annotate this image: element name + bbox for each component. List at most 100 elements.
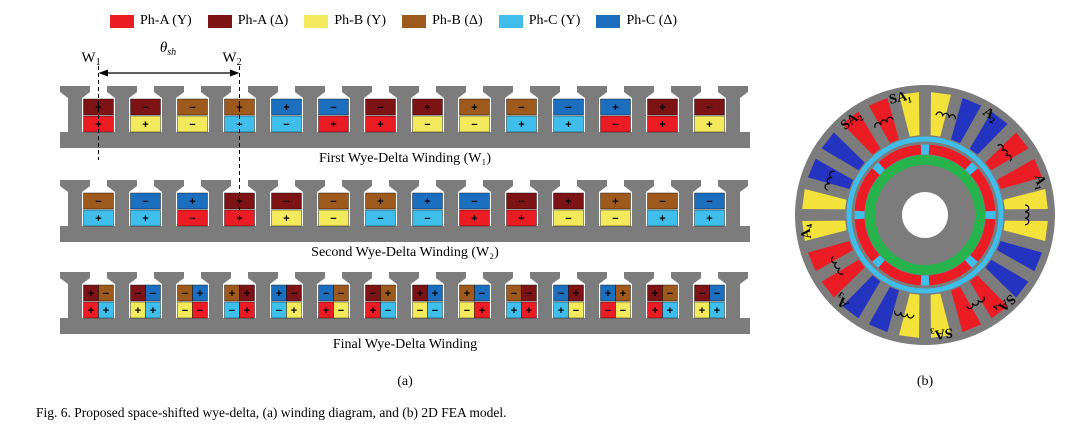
coil-side <box>647 209 678 227</box>
coil-side <box>177 192 208 210</box>
coil-polarity: − <box>573 305 579 317</box>
coil-polarity: + <box>652 305 658 317</box>
coil-polarity: + <box>229 288 235 300</box>
coil-polarity: − <box>659 196 665 208</box>
coil-polarity: − <box>471 119 477 131</box>
coil-side <box>333 284 349 302</box>
stator-tooth <box>107 180 137 227</box>
coil-polarity: + <box>385 288 391 300</box>
fea-label-group: A₄ <box>798 223 815 240</box>
coil-polarity: − <box>189 102 195 114</box>
coil-side <box>427 284 443 302</box>
coil-polarity: − <box>189 213 195 225</box>
coil-polarity: − <box>338 305 344 317</box>
coil-side <box>521 284 537 302</box>
stator-tooth <box>436 86 466 133</box>
coil-polarity: + <box>370 305 376 317</box>
coil-polarity: + <box>291 305 297 317</box>
coil-polarity: − <box>377 102 383 114</box>
fea-coil <box>842 275 881 319</box>
coil-polarity: − <box>706 196 712 208</box>
coil-side <box>412 209 443 227</box>
coil-side <box>553 192 584 210</box>
fea-coil <box>996 241 1043 272</box>
coil-side <box>177 209 208 227</box>
stator-tooth <box>718 272 748 319</box>
stator-yoke <box>60 318 750 334</box>
coil-polarity: − <box>667 288 673 300</box>
end-winding-coil-icon <box>965 296 985 310</box>
coil-polarity: − <box>565 102 571 114</box>
stator-tooth <box>624 272 654 319</box>
end-winding-symbol <box>874 116 894 128</box>
coil-side <box>333 301 349 319</box>
end-winding-symbol <box>893 310 915 319</box>
coil-polarity: + <box>432 288 438 300</box>
stator-tooth <box>60 86 90 133</box>
coil-polarity: − <box>699 288 705 300</box>
fea-coil <box>807 241 854 272</box>
coil-side <box>506 115 537 133</box>
coil-side <box>647 98 678 116</box>
fea-sleeve-ring <box>865 155 985 275</box>
coil-side <box>145 284 161 302</box>
coil-polarity: − <box>229 305 235 317</box>
coil-polarity: − <box>338 288 344 300</box>
coil-polarity: + <box>620 288 626 300</box>
coil-side <box>615 301 631 319</box>
stator-tooth <box>483 86 513 133</box>
fea-coil <box>969 111 1008 155</box>
stator-tooth <box>624 86 654 133</box>
coil-polarity: + <box>135 305 141 317</box>
coil-side <box>365 209 396 227</box>
stator-tooth <box>248 180 278 227</box>
stator-tooth <box>436 180 466 227</box>
coil-polarity: + <box>283 102 289 114</box>
coil-side <box>271 209 302 227</box>
coil-polarity: + <box>518 119 524 131</box>
coil-side <box>459 115 490 133</box>
coil-side <box>709 301 725 319</box>
coil-polarity: + <box>150 305 156 317</box>
end-winding-symbol <box>997 144 1012 162</box>
coil-polarity: − <box>424 213 430 225</box>
winding-diagram-first: ++−+−−+−+−−+−++−+−−+−++−++−+ <box>60 86 750 148</box>
legend-swatch-CD <box>596 14 621 28</box>
stator-tooth <box>718 180 748 227</box>
coil-side <box>271 115 302 133</box>
coil-side <box>694 98 725 116</box>
fea-magnet <box>970 218 996 262</box>
fea-label-group: SA₁ <box>888 88 913 107</box>
legend-item: Ph-A (Y) <box>110 13 192 29</box>
coil-polarity: + <box>283 213 289 225</box>
fea-coil <box>1003 189 1048 210</box>
end-winding-symbol <box>830 255 844 275</box>
stator-tooth <box>671 180 701 227</box>
coil-side <box>83 209 114 227</box>
stator-tooth <box>530 86 560 133</box>
coil-polarity: + <box>95 213 101 225</box>
coil-polarity: + <box>714 305 720 317</box>
coil-polarity: + <box>103 305 109 317</box>
coil-polarity: + <box>659 213 665 225</box>
stator-tooth <box>201 272 231 319</box>
stator-tooth <box>483 272 513 319</box>
coil-polarity: + <box>95 119 101 131</box>
fea-label-group: SA₃ <box>930 324 954 342</box>
stator-tooth <box>389 180 419 227</box>
legend-label: Ph-A (Δ) <box>237 13 289 28</box>
coil-polarity: − <box>605 305 611 317</box>
stator-tooth <box>248 86 278 133</box>
winding-diagram-second: −+−++−++−+−−+−+−−+−++−+−−+−+ <box>60 180 750 242</box>
stator-yoke <box>60 226 750 242</box>
coil-side <box>427 301 443 319</box>
stator-tooth <box>295 86 325 133</box>
coil-polarity: + <box>479 305 485 317</box>
figure-caption: Fig. 6. Proposed space-shifted wye-delta… <box>36 405 507 420</box>
stator-tooth <box>154 180 184 227</box>
coil-polarity: − <box>330 196 336 208</box>
coil-side <box>600 98 631 116</box>
coil-polarity: + <box>659 102 665 114</box>
coil-polarity: + <box>605 288 611 300</box>
coil-polarity: − <box>330 102 336 114</box>
